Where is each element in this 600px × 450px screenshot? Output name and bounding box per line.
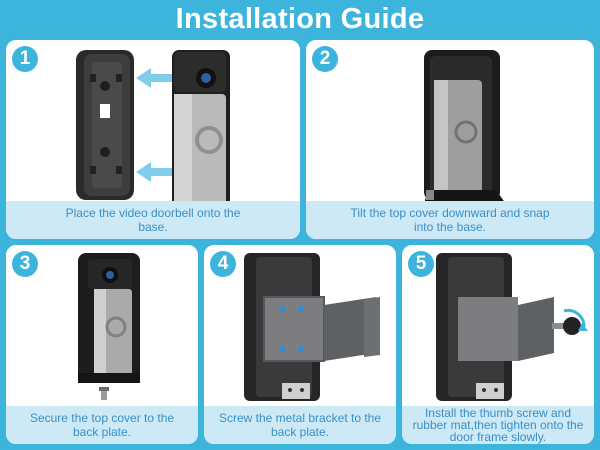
video-doorbell xyxy=(172,50,230,208)
arrow-icon xyxy=(136,68,174,182)
step-4-illustration xyxy=(244,253,380,401)
step-1-illustration xyxy=(76,50,230,208)
step-2-badge: 2 xyxy=(312,46,338,72)
bracket-with-thumb-screw xyxy=(436,253,588,401)
step-4-badge: 4 xyxy=(210,251,236,277)
step-2-caption: Tilt the top cover downward and snap int… xyxy=(306,201,594,239)
back-plate xyxy=(76,50,134,200)
step-4-caption: Screw the metal bracket to the back plat… xyxy=(204,406,396,444)
step-5-illustration xyxy=(436,253,588,401)
doorbell-with-cover xyxy=(424,50,506,204)
step-2-illustration xyxy=(424,50,506,204)
secured-doorbell xyxy=(78,253,140,383)
step-5-panel: 5 Install the thumb screw and rubber mat… xyxy=(400,243,596,446)
step-1-badge: 1 xyxy=(12,46,38,72)
step-3-panel: 3 Secure the top cover to the back plate… xyxy=(4,243,200,446)
step-3-illustration xyxy=(78,253,140,400)
step-2-panel: 2 Tilt the top cover downward and snap i… xyxy=(304,38,596,241)
page-title: Installation Guide xyxy=(175,3,425,35)
screw-icon xyxy=(99,387,109,400)
step-5-badge: 5 xyxy=(408,251,434,277)
step-1-caption: Place the video doorbell onto the base. xyxy=(6,201,300,239)
step-1-panel: 1 Place t xyxy=(4,38,302,241)
step-3-badge: 3 xyxy=(12,251,38,277)
step-4-panel: 4 Screw the metal bracket to the back pl… xyxy=(202,243,398,446)
step-5-caption: Install the thumb screw and rubber mat,t… xyxy=(402,406,594,444)
step-3-caption: Secure the top cover to the back plate. xyxy=(6,406,198,444)
back-plate-with-bracket xyxy=(244,253,380,401)
